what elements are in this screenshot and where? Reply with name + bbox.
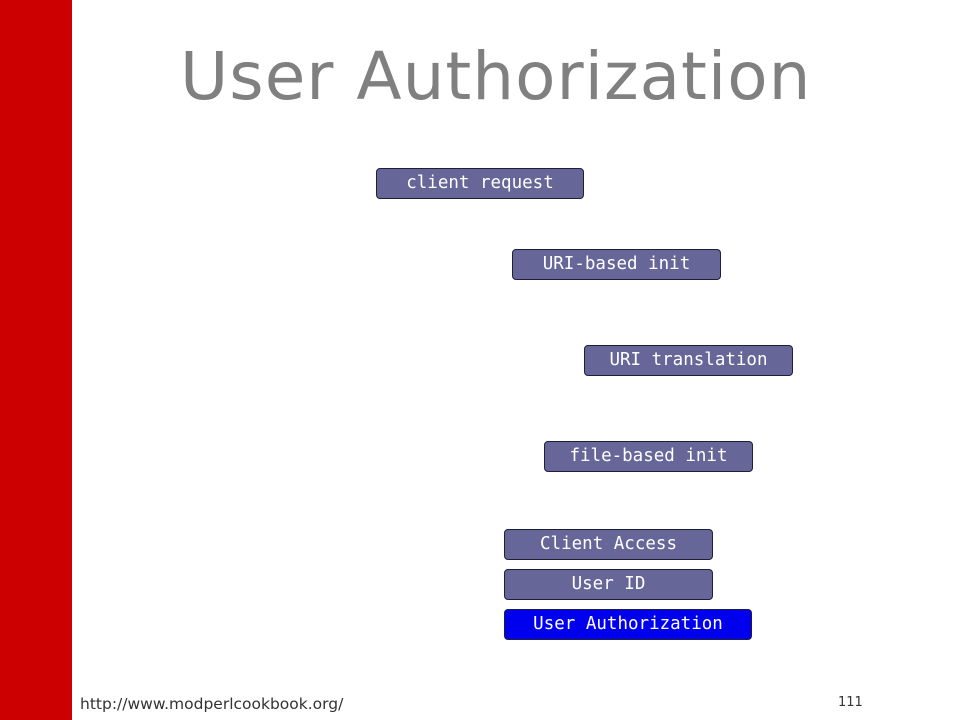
phase-box-client-request: client request xyxy=(376,168,584,199)
red-side-bar xyxy=(0,0,72,720)
phase-box-client-access: Client Access xyxy=(504,529,713,560)
footer-url: http://www.modperlcookbook.org/ xyxy=(80,695,344,713)
phase-box-file-based-init: file-based init xyxy=(544,441,753,472)
phase-box-uri-translation: URI translation xyxy=(584,345,793,376)
phase-box-user-id: User ID xyxy=(504,569,713,600)
phase-box-user-authorization: User Authorization xyxy=(504,609,752,640)
phase-box-uri-based-init: URI-based init xyxy=(512,249,721,280)
page-number: 111 xyxy=(838,695,863,710)
slide-title: User Authorization xyxy=(180,38,812,115)
